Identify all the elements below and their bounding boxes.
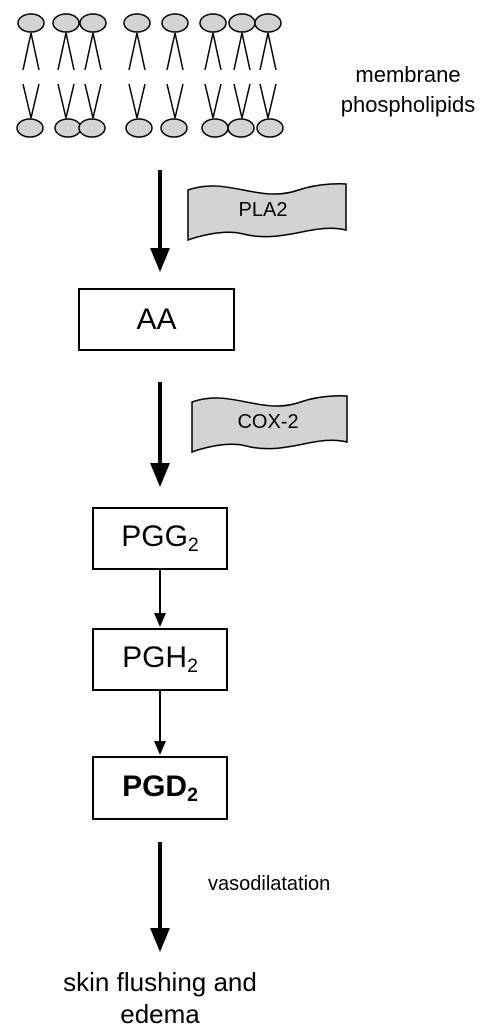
pla2-label: PLA2 [238, 199, 288, 221]
pgh2-node-label: PGH2 [122, 641, 198, 678]
lipid-head-top [123, 13, 151, 33]
lipid-tail-bottom [259, 83, 277, 119]
lipid-tail-top [128, 32, 146, 71]
lipid-tail-top [57, 32, 75, 71]
outcome-line1: skin flushing and [63, 967, 257, 997]
lipid-tail-bottom [204, 83, 222, 119]
outcome-line2: edema [120, 999, 200, 1029]
pathway-arrows [150, 170, 170, 952]
arrow-aa-to-pgg2-head [150, 463, 170, 487]
lipid-tail-bottom [57, 83, 75, 119]
lipid-tail-top [259, 32, 277, 71]
lipid-head-top [161, 13, 189, 33]
arrow-pgh2-to-pgd2-head [154, 741, 166, 755]
lipid-tail-bottom [166, 83, 184, 119]
lipid-head-bottom [54, 118, 82, 138]
lipid-head-top [228, 13, 256, 33]
membrane-label-line2: phospholipids [340, 92, 476, 117]
lipid-tail-top [22, 32, 40, 71]
lipid-tail-top [84, 32, 102, 71]
lipid-tail-bottom [233, 83, 251, 119]
lipid-head-top [254, 13, 282, 33]
pgh2-base: PGH [122, 641, 188, 675]
aa-node-label: AA [136, 302, 177, 336]
lipid-head-top [199, 13, 227, 33]
lipid-head-bottom [78, 118, 106, 138]
arrow-membrane-to-aa-head [150, 248, 170, 272]
arrow-pgd2-to-outcome-head [150, 928, 170, 952]
lipid-head-bottom [125, 118, 153, 138]
lipid-tail-bottom [128, 83, 146, 119]
lipid-tail-top [166, 32, 184, 71]
pgg2-subscript: 2 [187, 533, 199, 556]
lipid-tail-top [233, 32, 251, 71]
pgd2-node: PGD2 [92, 756, 228, 820]
lipid-head-bottom [160, 118, 188, 138]
arrow-pgg2-to-pgh2-head [154, 613, 166, 627]
pgd2-subscript: 2 [187, 783, 198, 806]
outcome-label: skin flushing and edema [20, 966, 300, 1030]
lipid-tail-bottom [84, 83, 102, 119]
lipid-head-top [52, 13, 80, 33]
pgd2-node-label: PGD2 [122, 770, 198, 807]
membrane-phospholipids-label: membrane phospholipids [318, 60, 497, 120]
membrane-label-line1: membrane [355, 62, 461, 87]
pgd2-base: PGD [122, 769, 188, 803]
lipid-head-top [17, 13, 45, 33]
cox2-label: COX-2 [237, 411, 299, 433]
lipid-tail-bottom [22, 83, 40, 119]
lipid-head-bottom [256, 118, 284, 138]
cox2-flag [191, 395, 348, 454]
lipid-head-bottom [201, 118, 229, 138]
aa-node: AA [78, 288, 235, 351]
lipid-tail-top [204, 32, 222, 71]
pla2-flag [187, 183, 347, 242]
lipid-bilayer [16, 13, 284, 138]
pgg2-node-label: PGG2 [121, 520, 199, 557]
lipid-head-bottom [16, 118, 44, 138]
pgg2-node: PGG2 [92, 507, 228, 570]
pgh2-node: PGH2 [92, 628, 228, 691]
pgh2-subscript: 2 [187, 654, 198, 677]
lipid-head-top [79, 13, 107, 33]
pgg2-base: PGG [121, 520, 188, 554]
lipid-head-bottom [227, 118, 255, 138]
vasodilatation-label: vasodilatation [208, 873, 331, 895]
enzyme-flags [187, 183, 348, 454]
